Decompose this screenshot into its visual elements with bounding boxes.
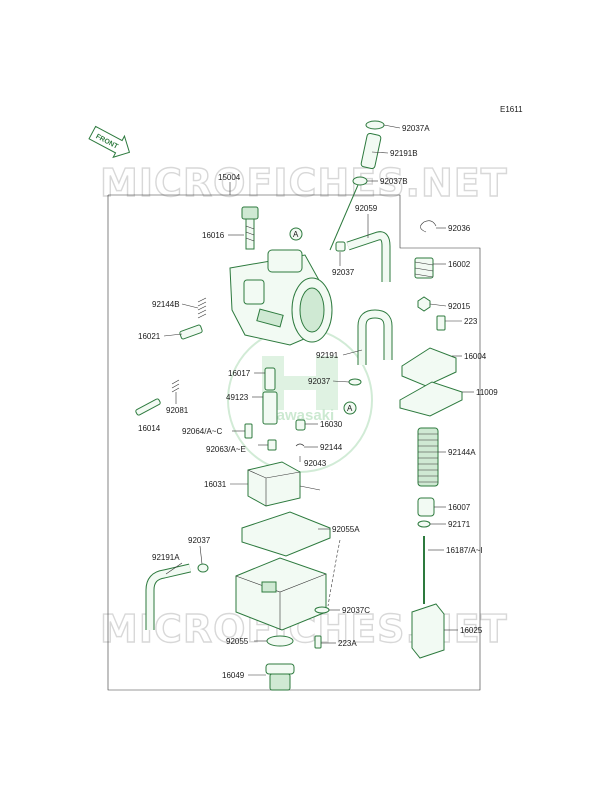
pin-16014 <box>135 398 161 416</box>
label-92055A: 92055A <box>332 525 360 534</box>
svg-text:Kawasaki: Kawasaki <box>266 407 334 424</box>
top-cap <box>401 347 457 387</box>
idle-screw <box>179 324 203 340</box>
kawasaki-logo: Kawasaki <box>227 327 373 473</box>
o-ring-92055 <box>266 635 294 647</box>
front-arrow-icon: FRONT <box>88 125 131 159</box>
clip-92037-mid <box>348 378 362 386</box>
part-16030 <box>295 419 306 431</box>
label-16002: 16002 <box>448 260 471 269</box>
drain-plug <box>265 663 295 691</box>
throttle-spring <box>417 427 439 487</box>
throttle-valve <box>411 603 445 659</box>
vent-tube-middle <box>357 309 393 365</box>
label-16017: 16017 <box>228 369 251 378</box>
float-bowl-gasket <box>241 511 331 557</box>
spring-92081 <box>171 379 180 393</box>
label-92037C: 92037C <box>342 606 370 615</box>
spring-92144 <box>295 443 305 447</box>
air-screw <box>241 206 259 250</box>
label-92191B: 92191B <box>390 149 418 158</box>
float <box>247 461 321 507</box>
cable-adjuster <box>414 257 434 279</box>
label-16016: 16016 <box>202 231 225 240</box>
elbow-hose <box>346 231 391 282</box>
label-16004: 16004 <box>464 352 487 361</box>
label-92036: 92036 <box>448 224 471 233</box>
assembly-bracket <box>107 194 481 691</box>
spring-92144B <box>197 297 207 319</box>
clip-92036 <box>420 220 437 233</box>
clip-92171 <box>417 520 431 528</box>
svg-text:A: A <box>347 404 353 413</box>
label-16030: 16030 <box>320 420 343 429</box>
label-16187: 16187/A~I <box>446 546 483 555</box>
label-92059: 92059 <box>355 204 378 213</box>
label-16031: 16031 <box>204 480 227 489</box>
ref-mark-a-top <box>289 227 303 241</box>
label-92015: 92015 <box>448 302 471 311</box>
nut-92015 <box>417 296 431 312</box>
ref-mark-a-mid <box>343 401 357 415</box>
label-16021: 16021 <box>138 332 161 341</box>
label-92037B: 92037B <box>380 177 408 186</box>
clip-92037-upper <box>335 241 346 252</box>
screw-223A <box>314 635 322 649</box>
label-92144: 92144 <box>320 443 343 452</box>
watermark-top: MICROFICHES.NET <box>100 161 508 205</box>
pilot-jet <box>244 423 253 439</box>
needle-jet <box>262 367 278 425</box>
label-92037-mid: 92037 <box>308 377 331 386</box>
label-16007: 16007 <box>448 503 471 512</box>
label-92144A: 92144A <box>448 448 476 457</box>
diagram-code: E1611 <box>500 105 523 114</box>
drain-tube <box>145 563 192 630</box>
label-49123: 49123 <box>226 393 249 402</box>
float-bowl <box>235 557 327 631</box>
label-92037-low: 92037 <box>188 536 211 545</box>
label-92171: 92171 <box>448 520 471 529</box>
gasket-11009 <box>399 381 463 417</box>
label-92191A: 92191A <box>152 553 180 562</box>
label-223: 223 <box>464 317 478 326</box>
label-92055: 92055 <box>226 637 249 646</box>
label-11009: 11009 <box>476 388 498 397</box>
label-15004: 15004 <box>218 173 241 182</box>
label-92064: 92064/A~C <box>182 427 222 436</box>
label-92063: 92063/A~E <box>206 445 246 454</box>
callouts: 92037A 92191B 92037B 15004 92059 16016 9… <box>138 124 498 680</box>
label-92043: 92043 <box>304 459 327 468</box>
carburetor-body <box>229 249 333 346</box>
label-92144B: 92144B <box>152 300 180 309</box>
svg-text:A: A <box>293 230 299 239</box>
holder-16007 <box>417 497 435 517</box>
screw-223 <box>436 315 446 331</box>
clip-92037-low <box>197 563 209 573</box>
label-16025: 16025 <box>460 626 483 635</box>
label-92037A: 92037A <box>402 124 430 133</box>
label-16014: 16014 <box>138 424 161 433</box>
label-92191: 92191 <box>316 351 339 360</box>
label-92037-upper: 92037 <box>332 268 355 277</box>
label-16049: 16049 <box>222 671 245 680</box>
clip-92037C <box>314 606 330 614</box>
label-92081: 92081 <box>166 406 189 415</box>
label-223A: 223A <box>338 639 357 648</box>
main-jet <box>267 439 277 451</box>
